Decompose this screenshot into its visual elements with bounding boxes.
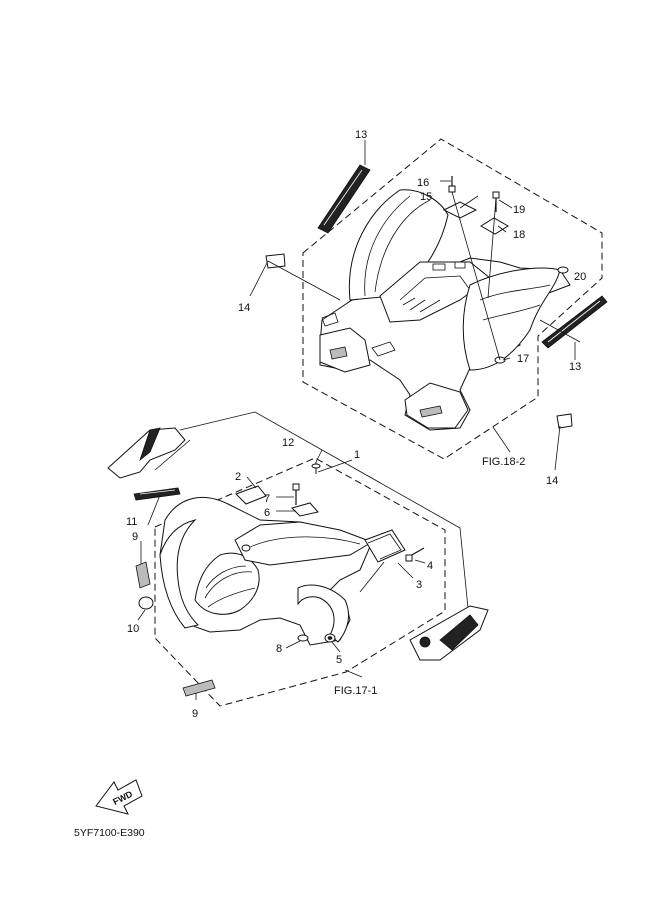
callout-16: 16 [417, 177, 429, 189]
callout-2: 2 [235, 471, 241, 483]
callout-19: 19 [513, 204, 525, 216]
decal-13-upper [317, 164, 371, 234]
light-10 [138, 596, 154, 610]
diagram-code: 5YF7100-E390 [74, 827, 145, 839]
rivet-7 [292, 483, 300, 505]
clip-20 [557, 266, 569, 274]
rear-assembly-boundary [302, 138, 603, 460]
tag-14-lower [556, 413, 573, 429]
callout-6: 6 [264, 507, 270, 519]
rivet-16 [448, 176, 456, 193]
fwd-arrow-icon: FWD [95, 779, 143, 815]
rivet-12 [311, 462, 321, 474]
callout-17: 17 [517, 353, 529, 365]
screw-4 [405, 547, 425, 562]
reflector-9-upper [135, 561, 151, 589]
figure-ref-front: FIG.17-1 [334, 685, 377, 697]
rear-fender-right-flare [462, 267, 561, 371]
tag-14-upper [265, 253, 286, 269]
callout-14-upper: 14 [238, 302, 250, 314]
bracket-6 [291, 502, 319, 517]
front-assembly-boundary [154, 457, 446, 707]
callout-18: 18 [513, 229, 525, 241]
reflector-9-lower [182, 679, 216, 697]
callout-15: 15 [420, 191, 432, 203]
callout-4: 4 [427, 560, 433, 572]
rear-fender-group [302, 138, 603, 460]
callout-7: 7 [264, 493, 270, 505]
callout-8: 8 [276, 643, 282, 655]
front-kit-outline [179, 411, 469, 609]
callout-12: 12 [282, 437, 294, 449]
callout-labels: 13 16 15 19 18 20 14 17 13 FIG.18-2 14 1… [74, 129, 586, 839]
figure-ref-rear: FIG.18-2 [482, 456, 525, 468]
callout-13-upper: 13 [355, 129, 367, 141]
callout-20: 20 [574, 271, 586, 283]
callout-13-right: 13 [569, 361, 581, 373]
callout-10: 10 [127, 623, 139, 635]
callout-14-lower: 14 [546, 475, 558, 487]
plate-15 [442, 201, 478, 219]
bracket-2 [235, 485, 267, 505]
callout-5: 5 [336, 654, 342, 666]
nut-5 [324, 633, 336, 643]
callout-11: 11 [126, 516, 137, 528]
callout-9-upper: 9 [132, 531, 138, 543]
callout-9-lower: 9 [192, 708, 198, 720]
decal-13-right [541, 295, 608, 349]
front-leader-lines [137, 449, 426, 700]
rear-leader-lines [249, 140, 581, 471]
callout-1: 1 [354, 449, 360, 461]
hood-top [234, 521, 374, 566]
callout-3: 3 [416, 579, 422, 591]
headlight-cavity [194, 552, 260, 615]
cover-3 [364, 529, 406, 563]
plate-18 [480, 217, 509, 235]
grommet-8 [297, 634, 309, 642]
